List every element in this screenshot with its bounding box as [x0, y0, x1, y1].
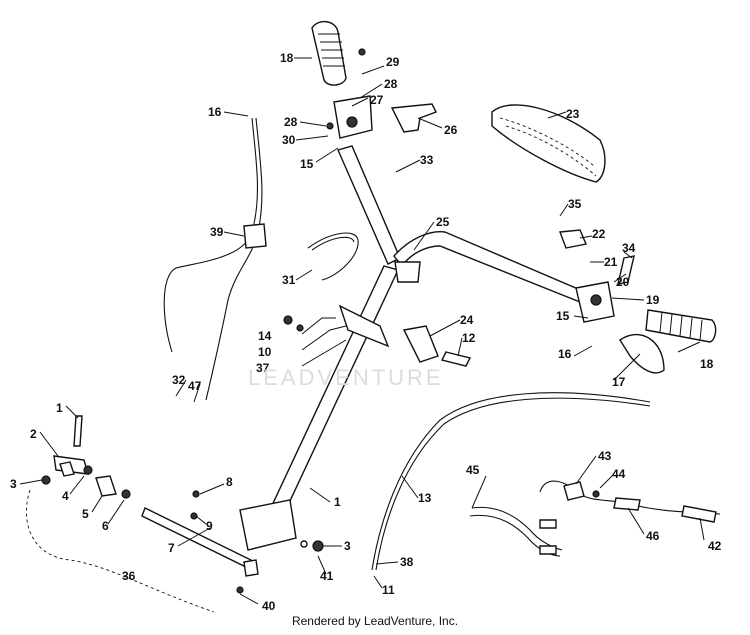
- callout-label: 3: [10, 477, 17, 491]
- leader-lines: [19, 57, 705, 605]
- callout-label: 32: [172, 373, 186, 387]
- callout-label: 16: [558, 347, 572, 361]
- callout-label: 10: [258, 345, 272, 359]
- callout-label: 31: [282, 273, 296, 287]
- callout-label: 23: [566, 107, 580, 121]
- callout-label: 29: [386, 55, 400, 69]
- callout-label: 28: [284, 115, 298, 129]
- callout-label: 18: [280, 51, 294, 65]
- right-grip-assembly: [559, 229, 717, 374]
- callout-label: 18: [700, 357, 714, 371]
- long-cable-13: [371, 392, 651, 571]
- callout-label: 8: [226, 475, 233, 489]
- callout-label: 42: [708, 539, 722, 553]
- callout-label: 43: [598, 449, 612, 463]
- callout-label: 19: [646, 293, 660, 307]
- callout-label: 1: [334, 495, 341, 509]
- callout-label: 15: [300, 157, 314, 171]
- windshield-pad: [491, 104, 606, 183]
- callout-label: 22: [592, 227, 606, 241]
- callout-label: 17: [612, 375, 626, 389]
- callout-label: 33: [420, 153, 434, 167]
- callout-label: 27: [370, 93, 384, 107]
- callout-labels: 18 29 28 27 16 28 30 26 23 15 33 39 25 3…: [10, 51, 722, 613]
- callout-label: 39: [210, 225, 224, 239]
- callout-label: 34: [622, 241, 636, 255]
- callout-label: 20: [616, 275, 630, 289]
- throttle-cable-assembly: [163, 117, 267, 401]
- callout-label: 13: [418, 491, 432, 505]
- callout-label: 35: [568, 197, 582, 211]
- callout-label: 38: [400, 555, 414, 569]
- callout-label: 16: [208, 105, 222, 119]
- callout-label: 46: [646, 529, 660, 543]
- wiring-harness: [469, 480, 721, 557]
- callout-label: 3: [344, 539, 351, 553]
- callout-label: 25: [436, 215, 450, 229]
- callout-label: 11: [382, 583, 395, 597]
- callout-label: 28: [384, 77, 398, 91]
- clamp-ring-31: [307, 232, 359, 281]
- callout-label: 15: [556, 309, 570, 323]
- callout-label: 44: [612, 467, 626, 481]
- callout-label: 40: [262, 599, 276, 613]
- footer-credit: Rendered by LeadVenture, Inc.: [291, 614, 459, 628]
- left-linkage-parts: [26, 415, 215, 613]
- callout-label: 24: [460, 313, 474, 327]
- callout-label: 6: [102, 519, 109, 533]
- callout-label: 36: [122, 569, 136, 583]
- callout-label: 37: [256, 361, 270, 375]
- callout-label: 41: [320, 569, 334, 583]
- callout-label: 9: [206, 519, 213, 533]
- callout-label: 30: [282, 133, 296, 147]
- bracket-parts-center: [283, 304, 472, 367]
- left-grip-assembly: [311, 21, 437, 139]
- callout-label: 2: [30, 427, 37, 441]
- callout-label: 5: [82, 507, 89, 521]
- callout-label: 21: [604, 255, 618, 269]
- callout-label: 14: [258, 329, 272, 343]
- callout-label: 7: [168, 541, 175, 555]
- watermark-text: LEADVENTURE: [248, 365, 444, 390]
- callout-label: 47: [188, 379, 202, 393]
- callout-label: 1: [56, 401, 63, 415]
- callout-label: 12: [462, 331, 476, 345]
- lower-column-parts: [141, 490, 324, 594]
- callout-label: 26: [444, 123, 458, 137]
- callout-label: 4: [62, 489, 69, 503]
- callout-label: 45: [466, 463, 480, 477]
